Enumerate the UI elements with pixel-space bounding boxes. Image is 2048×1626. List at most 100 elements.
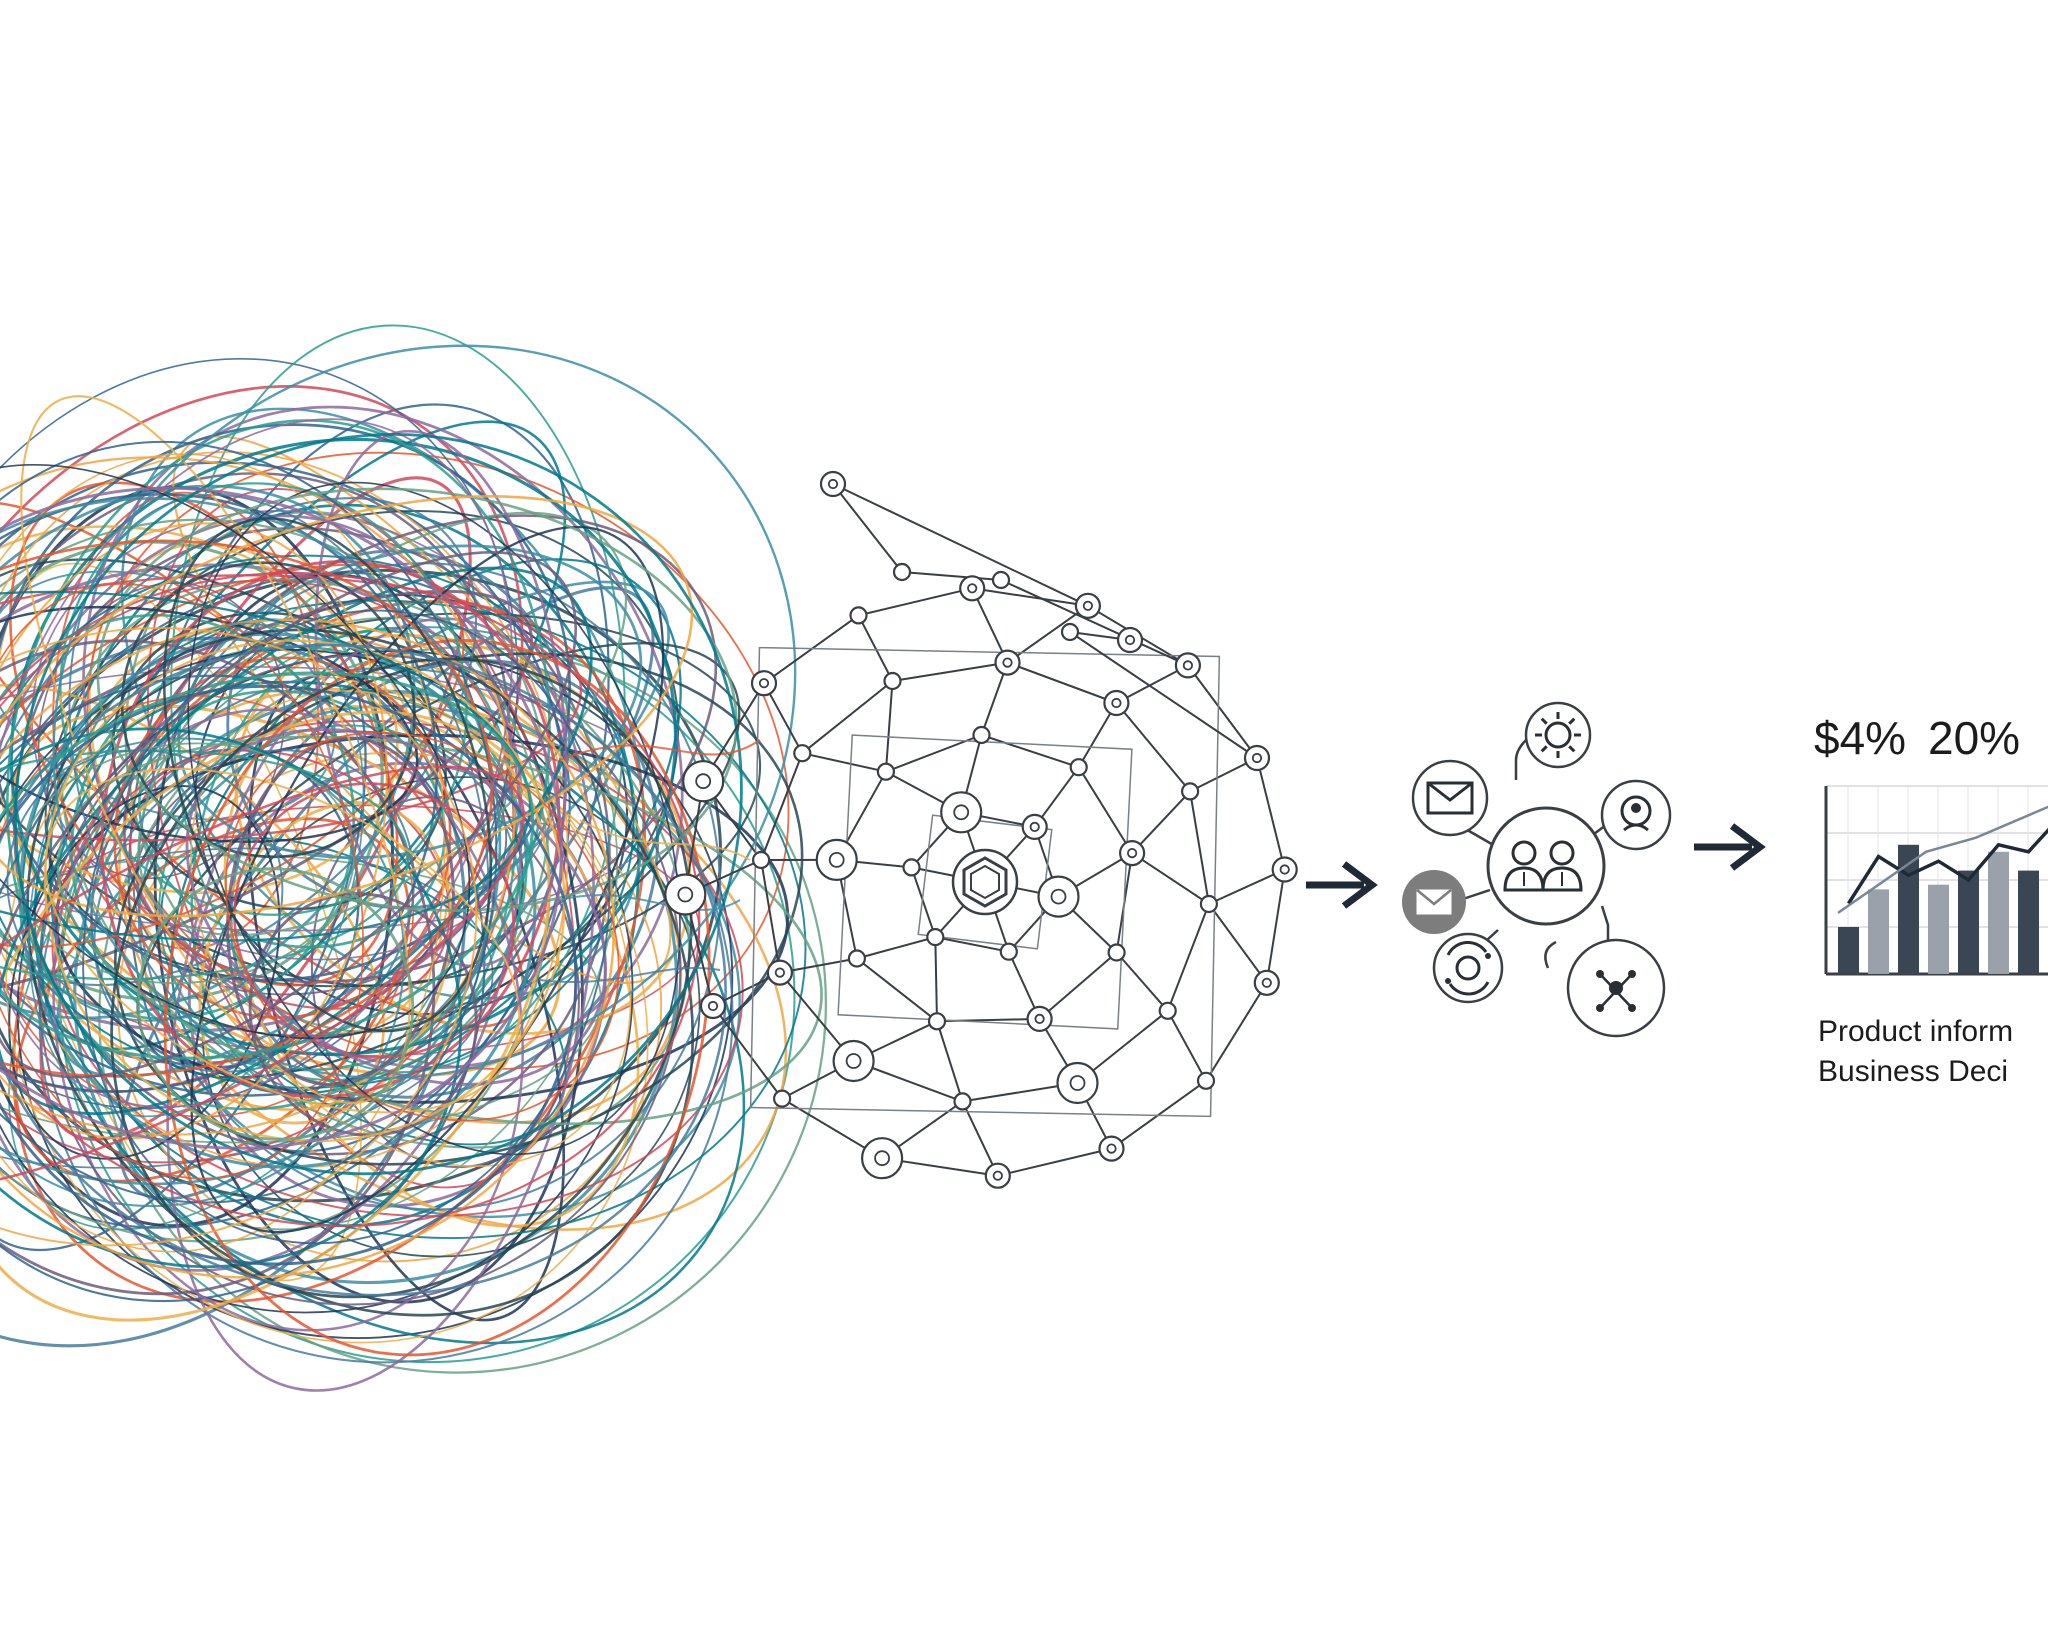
network-edge [1069,631,1258,759]
network-node [1196,1071,1216,1090]
network-node [1060,622,1080,642]
network-edge [1166,1010,1207,1082]
network-node [953,1092,972,1111]
network-edge [1038,951,1118,1020]
tangle-loop [51,719,744,1218]
tangle-loop [0,495,694,918]
insight-hub [1402,701,1672,1038]
tangle-loop [60,578,691,1149]
tangle-loop [123,514,718,984]
network-node [772,1089,792,1108]
network-node [1037,875,1080,918]
tangle-loop [0,643,727,1297]
tangle-strand [539,966,721,984]
tangle-loop [96,487,738,912]
tangle-loop [153,573,584,1304]
network-node [994,649,1021,676]
chart-bar [1928,884,1949,974]
network-edge [1007,661,1117,704]
network-edge [1265,869,1286,983]
network-edge [802,752,887,773]
network-edge [1187,664,1258,759]
network-node [902,858,921,877]
network-node [1021,813,1048,841]
network-node [1180,782,1200,801]
network-edge [1208,868,1286,905]
network-node-glyph [1029,821,1040,833]
tangle-loop [136,867,415,1141]
network-edge [972,587,1089,607]
network-node [682,760,725,803]
tangle-loop [68,493,490,1100]
network-node [849,606,868,625]
network-node [876,762,896,781]
network-node [793,744,812,763]
arrow-right-icon [1306,861,1378,909]
network-node [664,873,707,916]
network-node [991,570,1011,590]
tangle-loop [0,684,578,1266]
network-node [999,942,1018,961]
network-edge [1115,951,1169,1012]
tangle-loop [0,486,563,1150]
tangle-loop [0,451,569,1169]
network-node [860,1137,904,1180]
network-node [1103,689,1130,717]
network-node-glyph [828,852,845,868]
tangle-loop [38,653,682,1306]
network-node-glyph [774,967,786,978]
network-node [1253,969,1280,996]
network-edge [1115,702,1191,793]
people-icon [1486,806,1606,926]
network-edge [901,571,1002,581]
network-node [927,1012,947,1031]
chart-bar [1868,889,1889,974]
network-node [750,670,778,697]
chart-bar [1988,851,2009,974]
network-node [892,562,912,582]
network-node-glyph [874,1150,890,1167]
network-edge [1000,579,1189,667]
network-node [1056,1061,1099,1105]
chart-bar [1958,870,1979,974]
network-edge [760,752,804,861]
network-node-glyph [1261,977,1272,988]
network-node [815,838,858,882]
tangle-loop [14,433,743,1176]
network-node [751,850,771,870]
network-node-glyph [1251,752,1263,764]
tangle-loop [225,731,620,1122]
tangle-strand [579,819,751,861]
network-nodes [664,470,1298,1189]
tangle-loop [170,324,626,1074]
network-edge [1205,982,1268,1082]
network-edge [763,682,804,754]
network-node [1098,1135,1125,1162]
chart-bars [1838,844,2039,975]
network-edge [1208,903,1268,984]
tangle-loop [177,544,643,860]
tangle-loop [0,666,671,932]
cycle-icon [1432,932,1504,1004]
network-node [972,725,991,745]
network-node [883,671,902,691]
chart-bar [2018,870,2039,974]
tangle-loop [0,618,616,1279]
network-edge [935,936,1009,953]
network-node [959,575,986,602]
network-edge [1131,790,1191,854]
network-edge [981,734,1080,769]
network-edge [857,614,894,682]
network-node-glyph [845,1053,862,1069]
tangle-loop [0,497,478,987]
network-node [832,1039,875,1083]
tangle-loop [0,765,525,1192]
tangle-loop [5,674,649,1344]
network-core-icon [951,848,1019,916]
tangle-strand [559,739,761,761]
network-edge [1189,791,1210,905]
network-edge [832,483,1089,607]
network-edge [1115,664,1189,704]
network-frame [749,646,1221,1118]
network-edge [858,587,973,617]
